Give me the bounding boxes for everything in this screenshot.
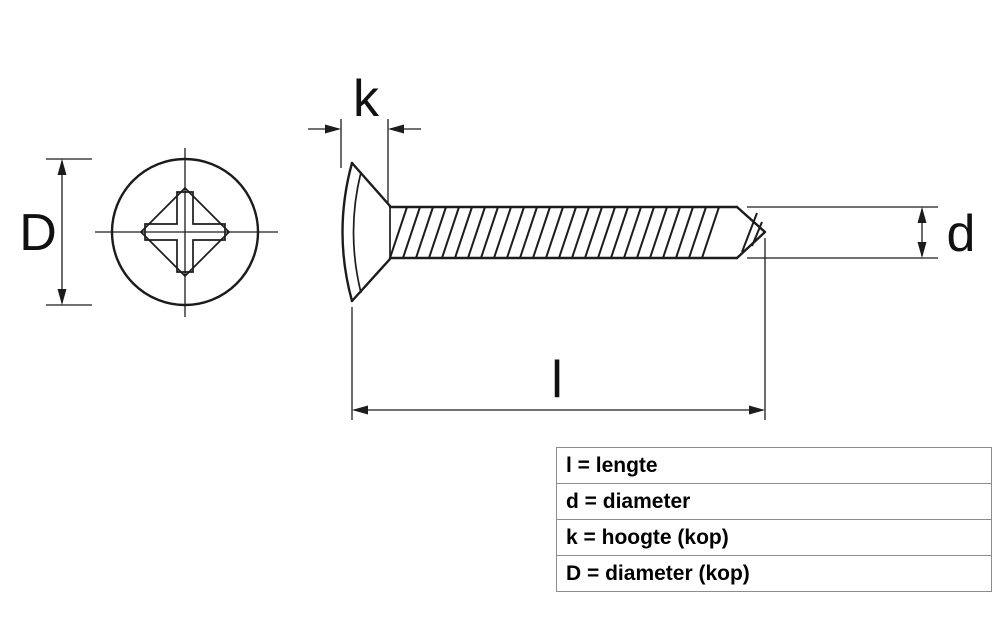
thread-line [506,206,525,259]
screw-tip [735,205,767,260]
thread-line [519,206,538,259]
arrowhead-left-icon [388,124,404,134]
thread-line [532,206,551,259]
arrowhead-down-icon [917,242,927,258]
thread-line [480,206,499,259]
arrowhead-left-icon [352,405,368,415]
label-head-diameter: D [19,204,57,262]
head-bottom-edge [350,257,392,303]
thread-line [597,206,616,259]
label-shaft-diameter: d [947,205,976,263]
label-head-height: k [353,70,380,128]
thread-line [428,206,447,259]
arrowhead-up-icon [57,159,67,175]
thread-line [402,206,421,259]
thread-line [662,206,681,259]
thread-line [649,206,668,259]
legend-text-diameter: d = diameter [566,490,691,513]
thread-line [701,206,720,259]
head-top-edge [350,161,392,208]
legend-text-length: l = lengte [566,454,658,477]
thread-lines [389,206,720,259]
thread-line [571,206,590,259]
thread-line [454,206,473,259]
legend-text-head-diameter: D = diameter (kop) [566,562,750,585]
legend-row: d = diameter [557,483,991,519]
legend-row: D = diameter (kop) [557,555,991,591]
thread-line [441,206,460,259]
thread-line [545,206,564,259]
arrowhead-up-icon [917,207,927,223]
screw-top-view [95,148,278,317]
dimension-k: k [308,70,421,203]
thread-line [623,206,642,259]
head-crease-line [352,171,362,294]
arrowhead-right-icon [749,405,765,415]
head-dome-arc [341,161,354,303]
thread-line [741,212,758,253]
label-length: l [551,351,563,409]
dimension-l: l [351,238,766,420]
thread-line [467,206,486,259]
head-circle [110,157,260,307]
phillips-recess-diamond [139,186,231,278]
arrowhead-right-icon [325,124,341,134]
thread-line [493,206,512,259]
arrowhead-down-icon [57,289,67,305]
thread-line [558,206,577,259]
dimension-d: d [747,205,975,263]
thread-line [675,206,694,259]
thread-line [584,206,603,259]
thread-line [636,206,655,259]
legend-text-head-height: k = hoogte (kop) [566,526,729,549]
thread-line [415,206,434,259]
thread-line [389,206,408,259]
screw-side-view [341,161,767,303]
legend-table: l = lengte d = diameter k = hoogte (kop)… [556,447,992,592]
legend-row: k = hoogte (kop) [557,519,991,555]
thread-line [688,206,707,259]
phillips-recess-cross [144,191,226,273]
legend-row: l = lengte [557,448,991,483]
thread-line [610,206,629,259]
thread-line [751,221,763,247]
dimension-D: D [19,158,92,306]
